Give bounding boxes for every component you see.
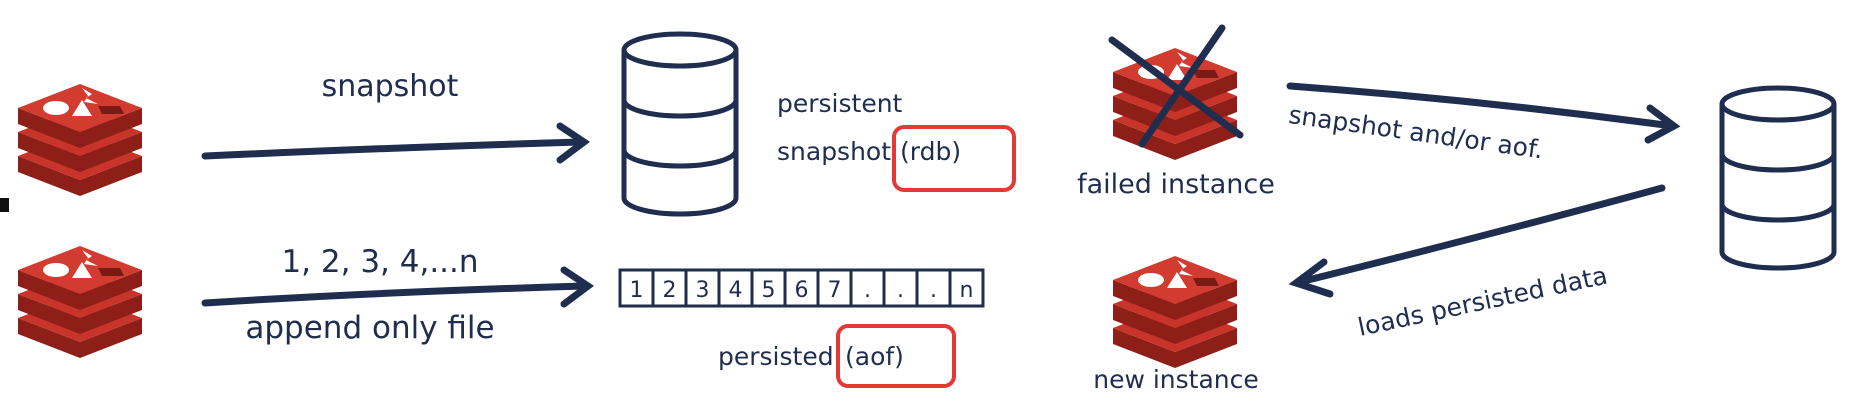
aof-cell-label: 7 — [828, 278, 842, 303]
persistent-label: persistent — [777, 89, 903, 118]
redis-instance-top-icon — [18, 84, 142, 196]
snapshot-label: snapshot — [322, 69, 459, 104]
snapshot-database-icon — [624, 34, 736, 214]
rdb-highlight-box — [892, 125, 1016, 192]
aof-cell: 6 — [783, 268, 820, 308]
aof-cell-box — [882, 268, 919, 308]
edge-mark — [0, 198, 9, 212]
restore-arrow-right — [1286, 82, 1681, 144]
aof-arrow — [201, 266, 595, 308]
aof-cell: . — [915, 268, 952, 308]
snapshot-and-or-aof-label: snapshot and/or aof. — [1287, 100, 1545, 164]
load-arrow-left — [1288, 184, 1666, 298]
aof-label: (aof) — [845, 342, 904, 371]
snapshot-rdb-prefix: snapshot — [777, 137, 891, 166]
aof-cell: 7 — [816, 268, 853, 308]
aof-cell: n — [948, 268, 985, 308]
aof-cell-label: 2 — [663, 278, 677, 303]
aof-cell-box — [684, 268, 721, 308]
aof-cell: 1 — [618, 268, 655, 308]
aof-cell-label: . — [864, 278, 871, 303]
aof-cell-box — [618, 268, 655, 308]
aof-cell: . — [849, 268, 886, 308]
aof-cell: 4 — [717, 268, 754, 308]
aof-cell-box — [948, 268, 985, 308]
right-database-icon — [1722, 88, 1834, 268]
failed-cross-icon — [1108, 24, 1244, 148]
sequence-label: 1, 2, 3, 4,...n — [281, 244, 478, 280]
aof-cell: 2 — [651, 268, 688, 308]
aof-cell-label: 6 — [795, 278, 809, 303]
failed-instance-label: failed instance — [1077, 169, 1275, 200]
aof-cell-box — [717, 268, 754, 308]
aof-cell-label: 5 — [762, 278, 776, 303]
aof-cell-label: . — [897, 278, 904, 303]
aof-cell-box — [816, 268, 853, 308]
loads-persisted-data-label: loads persisted data — [1355, 261, 1610, 342]
aof-cell: 5 — [750, 268, 787, 308]
failed-instance-icon — [1113, 48, 1237, 160]
aof-cell-label: 1 — [630, 278, 644, 303]
aof-cell-label: 4 — [729, 278, 743, 303]
aof-cell: 3 — [684, 268, 721, 308]
aof-cell-label: 3 — [696, 278, 710, 303]
aof-cell: . — [882, 268, 919, 308]
snapshot-arrow — [201, 122, 591, 164]
aof-highlight-box — [836, 324, 956, 388]
aof-cell-label: n — [960, 278, 974, 303]
new-instance-label: new instance — [1093, 365, 1259, 394]
new-instance-icon — [1113, 256, 1237, 368]
append-only-label: append only file — [245, 310, 494, 346]
rdb-label: (rdb) — [900, 137, 961, 166]
redis-instance-bottom-icon — [18, 246, 142, 358]
aof-cell-label: . — [930, 278, 937, 303]
persisted-prefix: persisted — [718, 342, 834, 371]
